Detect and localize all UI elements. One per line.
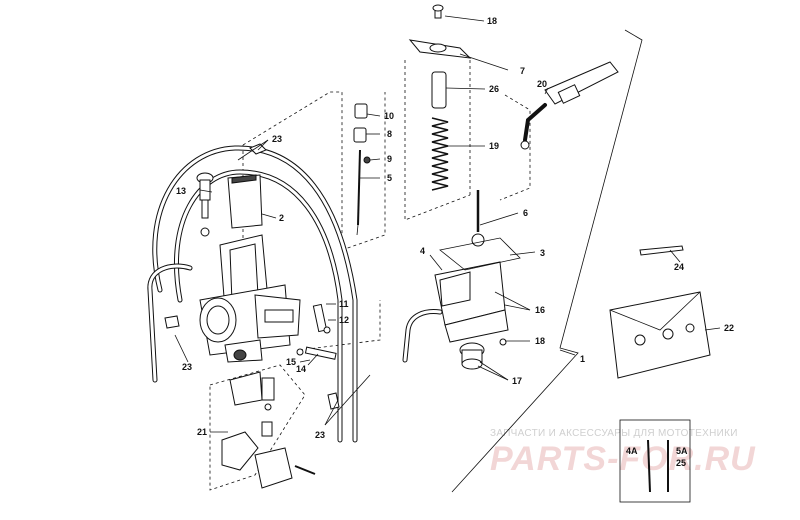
float-bowl — [434, 190, 509, 343]
bowl-gasket — [439, 237, 521, 271]
assembly-line — [499, 94, 531, 201]
assembly-line — [242, 91, 343, 250]
jet-needle-assembly — [353, 103, 371, 236]
label-7: 7 — [520, 66, 525, 76]
watermark-tagline: ЗАПЧАСТИ И АКСЕССУАРЫ ДЛЯ МОТОТЕХНИКИ — [490, 428, 738, 439]
label-6: 6 — [523, 208, 528, 218]
label-18-bowl: 18 — [535, 336, 545, 346]
idle-spring — [323, 326, 331, 334]
label-23-left: 23 — [182, 362, 192, 372]
top-cap — [408, 4, 472, 59]
label-21: 21 — [197, 427, 207, 437]
frame-line — [451, 29, 643, 493]
label-24: 24 — [674, 262, 684, 272]
spare-jet — [639, 245, 684, 256]
instruction-envelope — [609, 291, 711, 379]
short-hose — [402, 309, 443, 363]
label-11: 11 — [339, 299, 349, 309]
label-23-bottom: 23 — [315, 430, 325, 440]
idle-screw — [312, 303, 328, 333]
leader-lines — [174, 15, 721, 433]
label-2: 2 — [279, 213, 284, 223]
label-4: 4 — [420, 246, 425, 256]
hot-start-kit — [221, 371, 316, 489]
label-23-top: 23 — [272, 134, 282, 144]
label-19: 19 — [489, 141, 499, 151]
label-3: 3 — [540, 248, 545, 258]
drain-plug — [459, 342, 485, 370]
bowl-screw — [499, 338, 507, 346]
label-10: 10 — [384, 111, 394, 121]
carburetor-body — [199, 234, 301, 363]
assembly-line — [209, 364, 306, 491]
air-screw — [196, 172, 214, 237]
assembly-line — [341, 92, 386, 251]
hose-clip — [164, 315, 180, 329]
label-14: 14 — [296, 364, 306, 374]
hose-clip — [327, 392, 340, 410]
part-number-labels: 18 7 20 26 19 10 8 9 5 6 3 4 16 18 17 1 … — [176, 16, 734, 468]
slide-spring — [431, 117, 449, 191]
label-5a: 5A — [676, 446, 688, 456]
label-5: 5 — [387, 173, 392, 183]
label-18-top: 18 — [487, 16, 497, 26]
label-9: 9 — [387, 154, 392, 164]
label-13: 13 — [176, 186, 186, 196]
label-8: 8 — [387, 129, 392, 139]
label-22: 22 — [724, 323, 734, 333]
label-4a: 4A — [626, 446, 638, 456]
inset-box — [619, 419, 691, 503]
watermark-brand: PARTS-FOR.RU — [490, 440, 756, 478]
label-20: 20 — [537, 79, 547, 89]
adjuster — [304, 346, 337, 360]
label-26: 26 — [489, 84, 499, 94]
label-15: 15 — [286, 357, 296, 367]
label-16: 16 — [535, 305, 545, 315]
assembly-line — [299, 300, 381, 351]
throttle-cable-elbow — [520, 61, 619, 150]
label-12: 12 — [339, 315, 349, 325]
throttle-slide — [431, 71, 447, 109]
label-1: 1 — [580, 354, 585, 364]
label-17: 17 — [512, 376, 522, 386]
label-25: 25 — [676, 458, 686, 468]
assembly-line — [404, 60, 471, 221]
